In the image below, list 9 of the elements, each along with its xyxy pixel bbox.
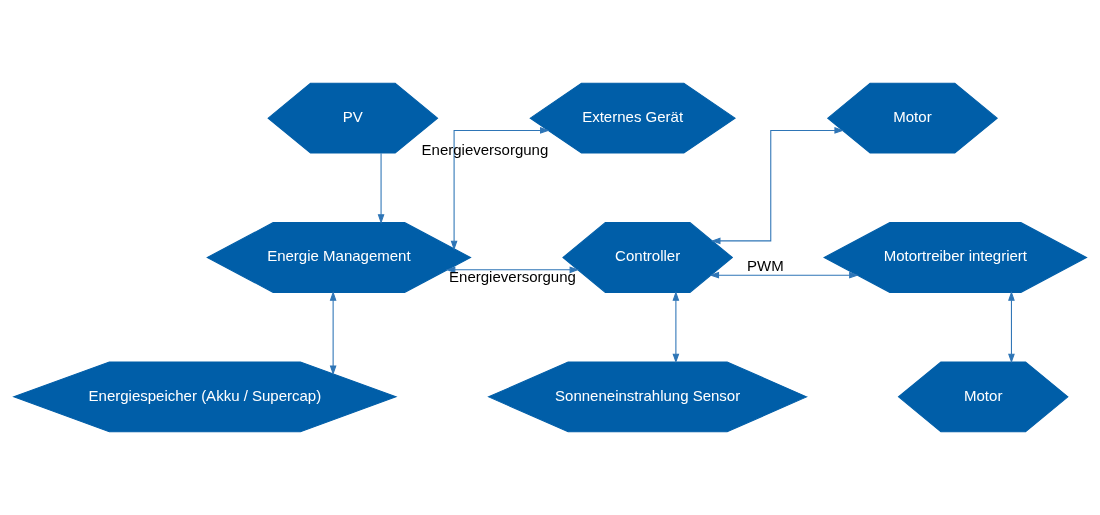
arrow xyxy=(450,127,550,251)
edge-label: PWM xyxy=(747,257,784,275)
arrow xyxy=(1008,291,1015,364)
arrow xyxy=(709,271,859,279)
arrow xyxy=(445,266,580,274)
arrow xyxy=(377,152,385,224)
arrow xyxy=(710,127,845,245)
arrow xyxy=(329,291,337,376)
arrow xyxy=(672,291,680,364)
